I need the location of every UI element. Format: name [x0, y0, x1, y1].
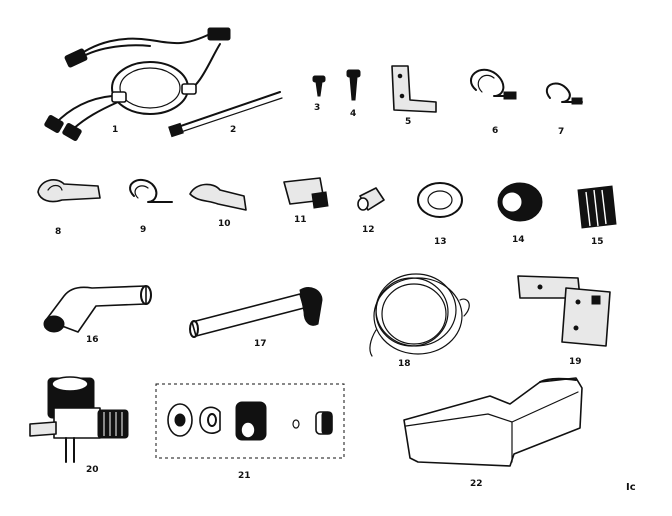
- part-elbow-fitting: 16: [43, 285, 152, 345]
- part-ice-bin: 22: [403, 377, 583, 489]
- part-mounting-bracket: 19: [517, 275, 611, 367]
- label-19: 19: [569, 357, 582, 367]
- label-2: 2: [230, 125, 236, 135]
- label-10: 10: [218, 219, 231, 229]
- part-water-tubing-coil: 18: [369, 273, 470, 369]
- part-screw-long: 4: [346, 69, 361, 119]
- part-fitting-kit: 21: [155, 383, 345, 481]
- label-14: 14: [512, 235, 525, 245]
- label-7: 7: [558, 127, 564, 137]
- part-grommet-wide: 14: [497, 182, 543, 245]
- part-screw: 3: [312, 75, 326, 113]
- part-pad-block: 15: [577, 185, 617, 247]
- label-8: 8: [55, 227, 61, 237]
- label-12: 12: [362, 225, 375, 235]
- part-cable-strip: 2: [168, 91, 283, 138]
- part-clamp: 6: [469, 68, 517, 136]
- label-15: 15: [591, 237, 604, 247]
- part-nut-sleeve: 12: [357, 187, 385, 235]
- label-5: 5: [405, 117, 411, 127]
- label-21: 21: [238, 471, 251, 481]
- corner-mark: Ic: [626, 482, 636, 493]
- label-17: 17: [254, 339, 267, 349]
- label-1: 1: [112, 125, 118, 135]
- part-fill-tube: 17: [189, 287, 323, 349]
- label-22: 22: [470, 479, 483, 489]
- part-water-valve: 20: [29, 376, 129, 475]
- label-6: 6: [492, 126, 498, 136]
- label-18: 18: [398, 359, 411, 369]
- part-clip-bent: 10: [189, 183, 247, 229]
- label-20: 20: [86, 465, 99, 475]
- kit-border: [155, 383, 345, 459]
- label-13: 13: [434, 237, 447, 247]
- label-11: 11: [294, 215, 307, 225]
- part-angle-bracket: 5: [391, 65, 437, 127]
- part-wire-harness: 1: [44, 27, 231, 141]
- label-3: 3: [314, 103, 320, 113]
- part-clamp-loop: 9: [129, 178, 173, 235]
- label-9: 9: [140, 225, 146, 235]
- part-bracket-tab: 11: [283, 177, 329, 225]
- part-clip: 8: [37, 179, 101, 237]
- label-4: 4: [350, 109, 356, 119]
- part-clamp-small: 7: [545, 82, 583, 137]
- label-16: 16: [86, 335, 99, 345]
- part-ring-grommet: 13: [417, 182, 463, 247]
